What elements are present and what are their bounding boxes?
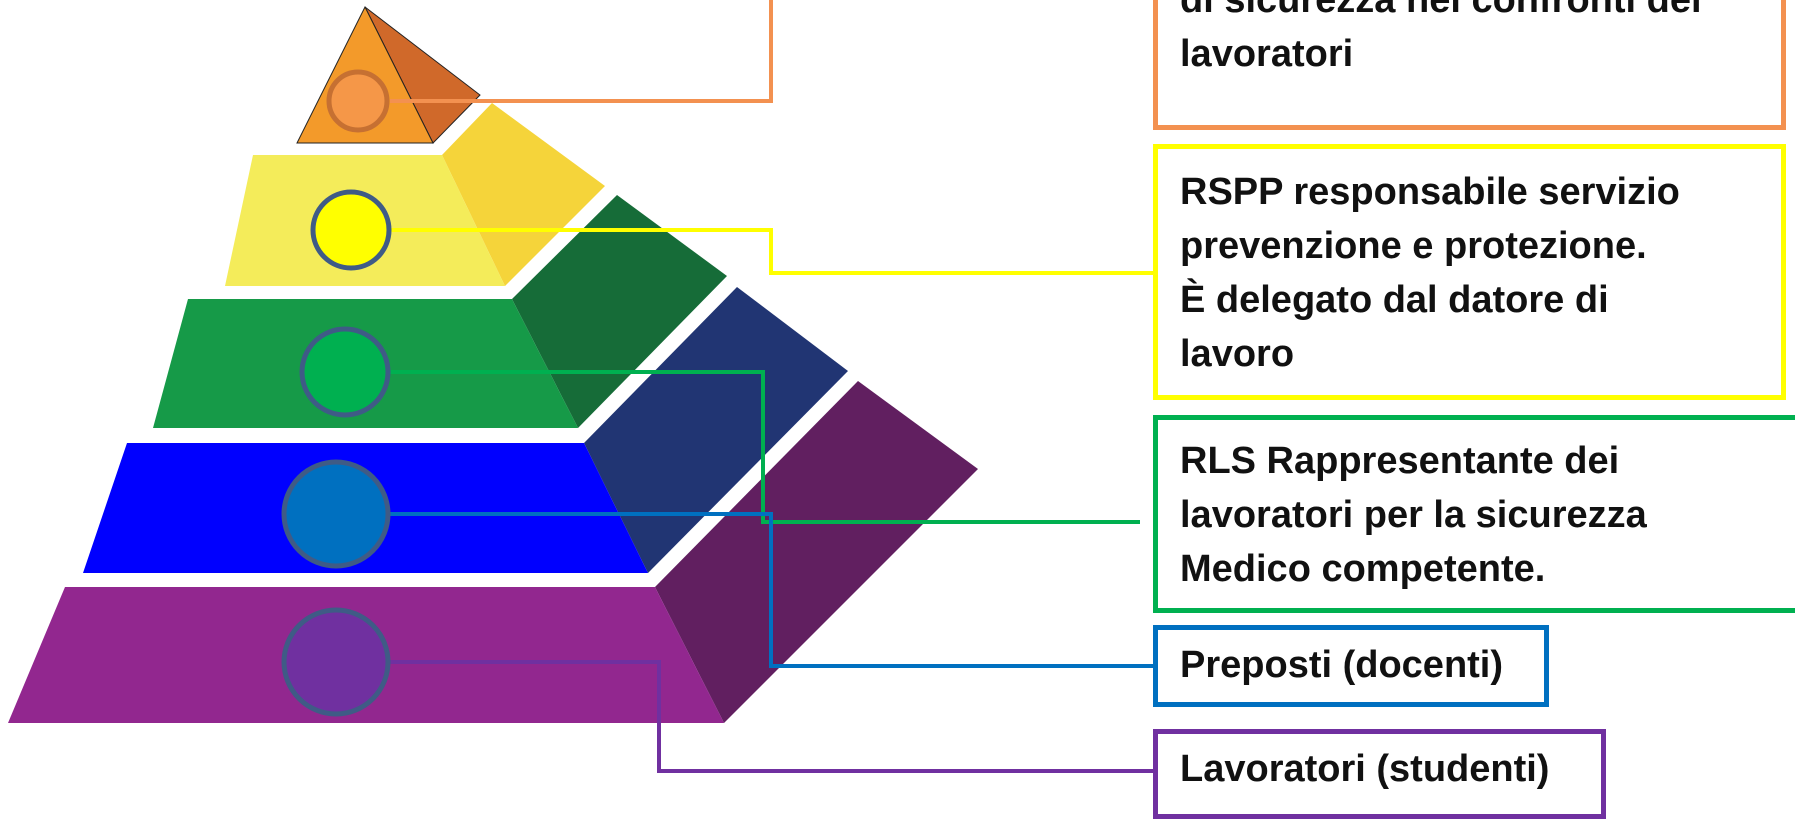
connector-blue xyxy=(390,512,1153,668)
tier-yellow-circle xyxy=(310,189,392,271)
role-box-rls: RLS Rappresentante dei lavoratori per la… xyxy=(1153,415,1795,613)
role-text-line: RSPP responsabile servizio xyxy=(1180,171,1680,213)
role-text-line: RLS Rappresentante dei xyxy=(1180,440,1620,482)
role-box-preposti: Preposti (docenti) xyxy=(1153,625,1549,707)
role-text-line: È delegato dal datore di xyxy=(1180,279,1609,321)
role-text-line: prevenzione e protezione. xyxy=(1180,225,1647,267)
connector-yellow xyxy=(390,228,1153,275)
tier-orange-circle xyxy=(326,69,390,133)
role-box-datore: di sicurezza nei confronti dei lavorator… xyxy=(1153,0,1786,130)
tier-green-side xyxy=(512,195,727,428)
role-text-line: di sicurezza nei confronti dei xyxy=(1180,0,1702,21)
role-text-line: lavoro xyxy=(1180,333,1295,375)
role-text-line: lavoratori per la sicurezza xyxy=(1180,494,1647,536)
role-text-line: Preposti (docenti) xyxy=(1180,644,1504,686)
role-text-line: Lavoratori (studenti) xyxy=(1180,748,1550,790)
tier-yellow-side xyxy=(442,103,605,286)
connector-purple xyxy=(390,660,1153,773)
tier-green-circle xyxy=(299,326,391,418)
connector-green xyxy=(390,370,1140,524)
role-box-lavoratori: Lavoratori (studenti) xyxy=(1153,729,1606,819)
connector-orange xyxy=(390,0,773,103)
role-text-line: Medico competente. xyxy=(1180,548,1546,590)
tier-blue-circle xyxy=(281,459,391,569)
role-box-rspp: RSPP responsabile servizio prevenzione e… xyxy=(1153,144,1786,400)
tier-blue-side xyxy=(584,287,848,573)
role-text-line: lavoratori xyxy=(1180,33,1354,75)
tier-purple-circle xyxy=(281,607,391,717)
tier-purple-side xyxy=(655,381,978,723)
